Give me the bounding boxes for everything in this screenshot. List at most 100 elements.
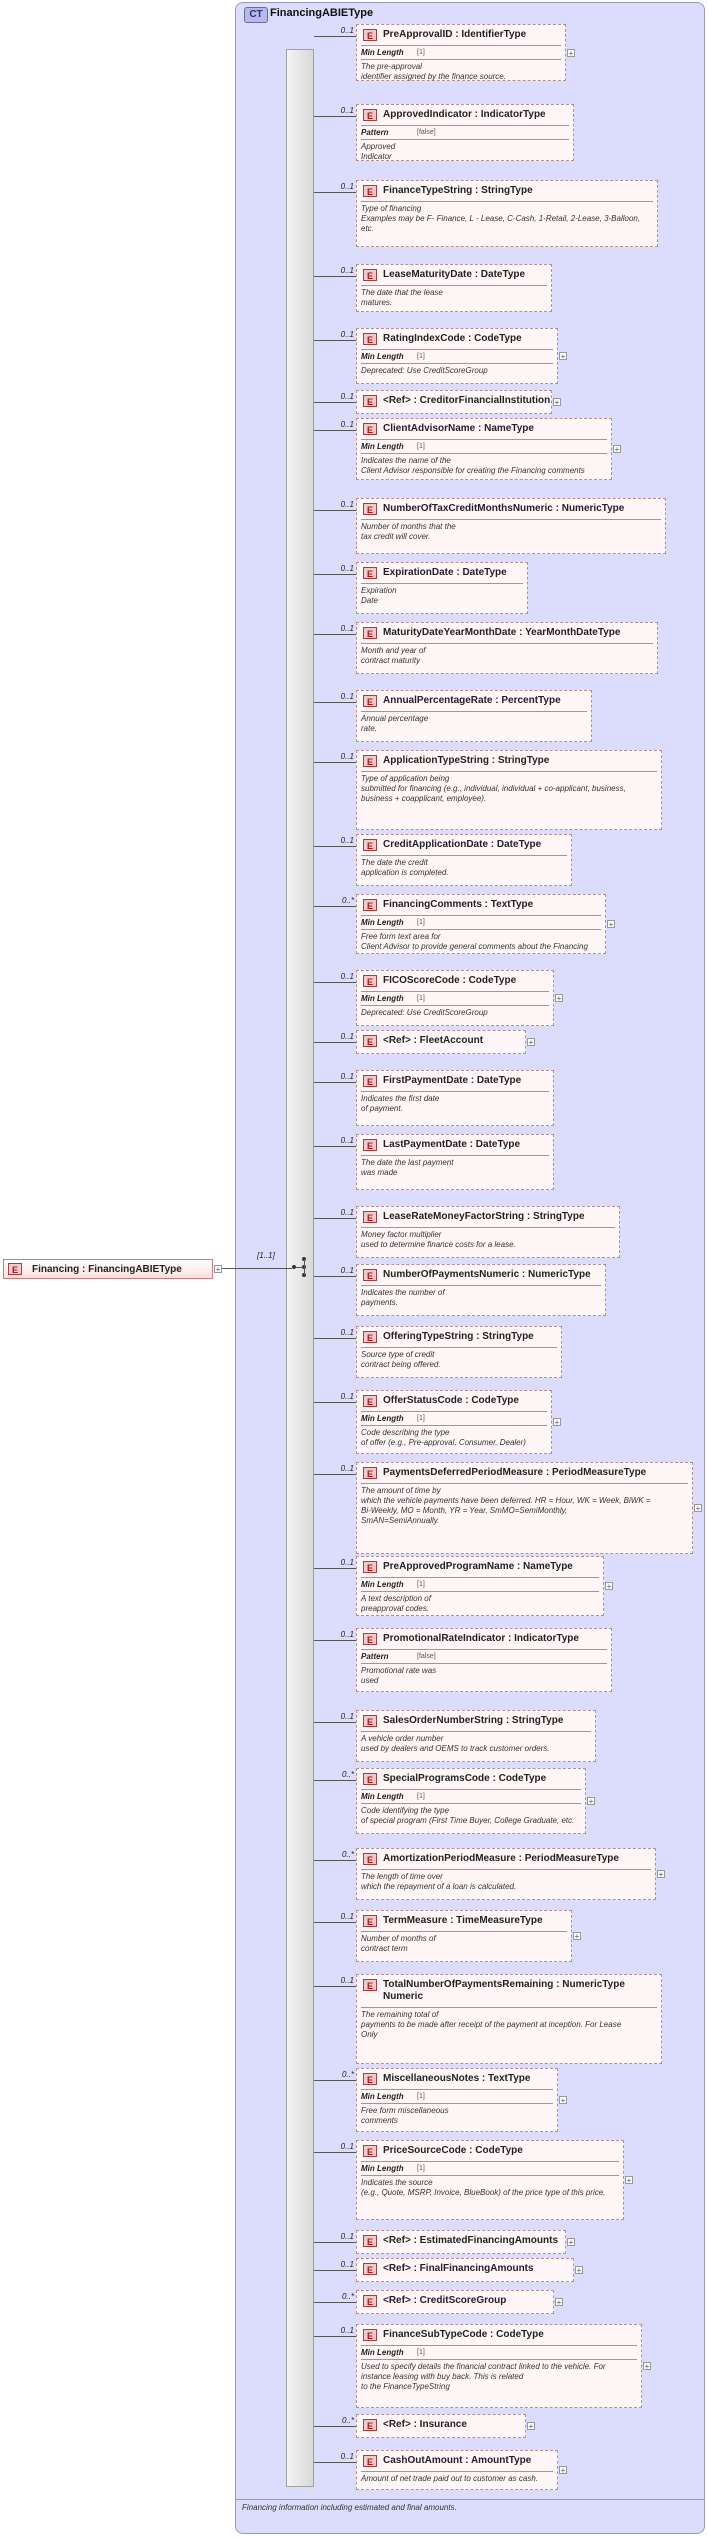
element-title: RatingIndexCode : CodeType <box>383 333 522 344</box>
schema-element[interactable]: E<Ref> : EstimatedFinancingAmounts <box>356 2230 566 2254</box>
expand-plus-icon[interactable]: + <box>567 49 575 58</box>
element-separator <box>361 1591 599 1592</box>
element-separator <box>361 1227 615 1228</box>
complex-type-documentation: Financing information including estimate… <box>242 2503 457 2512</box>
element-separator <box>361 1005 549 1006</box>
element-title: PromotionalRateIndicator : IndicatorType <box>383 1633 579 1644</box>
expand-plus-icon[interactable]: + <box>555 994 563 1003</box>
root-element-name: Financing : FinancingABIEType <box>32 1264 182 1275</box>
element-documentation: The remaining total of payments to be ma… <box>361 2010 622 2039</box>
schema-element[interactable]: E<Ref> : FinalFinancingAmounts <box>356 2258 574 2282</box>
element-badge: E <box>363 899 377 911</box>
element-badge: E <box>363 839 377 851</box>
facet-value: [1] <box>417 353 425 360</box>
expand-plus-icon[interactable]: + <box>527 2422 535 2431</box>
element-separator <box>361 125 569 126</box>
expand-plus-icon[interactable]: + <box>214 1265 222 1274</box>
element-separator <box>361 2175 619 2176</box>
schema-element[interactable]: E<Ref> : FleetAccount <box>356 1030 526 1054</box>
facet-value: [1] <box>417 2165 425 2172</box>
connector-line <box>314 36 356 37</box>
expand-plus-icon[interactable]: + <box>527 1038 535 1047</box>
element-title: FICOScoreCode : CodeType <box>383 975 517 986</box>
schema-element[interactable]: E<Ref> : Insurance <box>356 2414 526 2438</box>
expand-plus-icon[interactable]: + <box>643 2362 651 2371</box>
element-badge: E <box>363 503 377 515</box>
element-title: FirstPaymentDate : DateType <box>383 1075 522 1086</box>
expand-plus-icon[interactable]: + <box>575 2266 583 2275</box>
element-documentation: Code identifying the type of special pro… <box>361 1806 575 1825</box>
root-element-financing[interactable]: E Financing : FinancingABIEType <box>3 1259 213 1279</box>
connector-line <box>314 2152 356 2153</box>
multiplicity-label: 0..1 <box>340 836 354 845</box>
connector-line <box>314 1568 356 1569</box>
expand-plus-icon[interactable]: + <box>605 1582 613 1591</box>
facet-label: Min Length <box>361 1580 404 1589</box>
connector-line <box>314 430 356 431</box>
expand-plus-icon[interactable]: + <box>587 1797 595 1806</box>
expand-plus-icon[interactable]: + <box>559 2096 567 2105</box>
facet-label: Min Length <box>361 2348 404 2357</box>
expand-plus-icon[interactable]: + <box>559 2466 567 2475</box>
schema-element[interactable]: E<Ref> : CreditScoreGroup <box>356 2290 554 2314</box>
element-separator <box>361 2345 637 2346</box>
expand-plus-icon[interactable]: + <box>553 398 561 407</box>
element-title: LeaseMaturityDate : DateType <box>383 269 526 280</box>
element-separator <box>361 59 561 60</box>
element-title: OfferStatusCode : CodeType <box>383 1395 519 1406</box>
expand-plus-icon[interactable]: + <box>607 920 615 929</box>
root-connector-line <box>222 1268 292 1269</box>
expand-plus-icon[interactable]: + <box>555 2298 563 2307</box>
expand-plus-icon[interactable]: + <box>553 1418 561 1427</box>
expand-plus-icon[interactable]: + <box>559 352 567 361</box>
element-title: MiscellaneousNotes : TextType <box>383 2073 531 2084</box>
schema-element[interactable]: E<Ref> : CreditorFinancialInstitution <box>356 390 552 414</box>
expand-plus-icon[interactable]: + <box>573 1932 581 1941</box>
connector-line <box>314 2426 356 2427</box>
element-title: <Ref> : EstimatedFinancingAmounts <box>383 2235 559 2246</box>
element-documentation: Promotional rate was used <box>361 1666 437 1685</box>
element-documentation: The amount of time by which the vehicle … <box>361 1486 651 1525</box>
sequence-compositor-icon[interactable] <box>290 1256 316 1278</box>
expand-plus-icon[interactable]: + <box>657 1870 665 1879</box>
expand-plus-icon[interactable]: + <box>613 445 621 454</box>
connector-line <box>314 1640 356 1641</box>
element-separator <box>361 1663 607 1664</box>
expand-plus-icon[interactable]: + <box>694 1504 702 1513</box>
expand-plus-icon[interactable]: + <box>567 2238 575 2247</box>
expand-plus-icon[interactable]: + <box>625 2176 633 2185</box>
element-documentation: Used to specify details the financial co… <box>361 2362 606 2391</box>
